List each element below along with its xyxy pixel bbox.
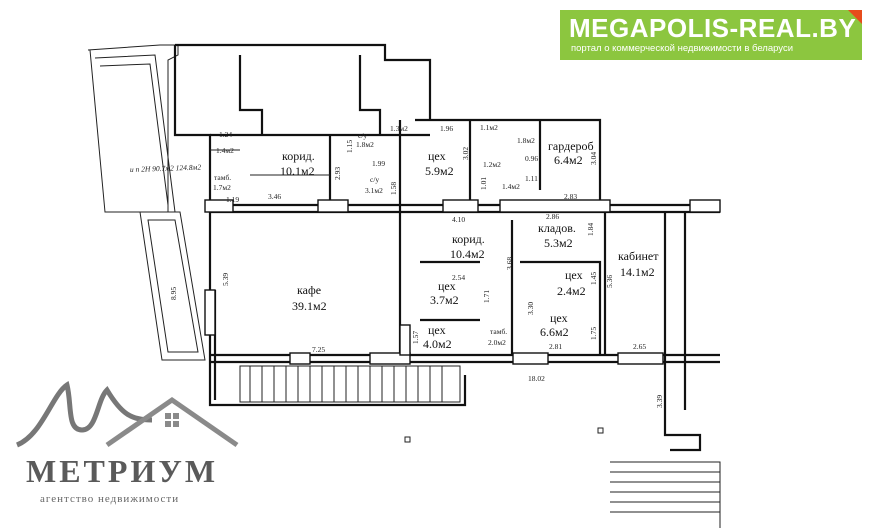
dimension-label: 3.39 xyxy=(655,395,664,408)
dimension-label: 2.93 xyxy=(333,167,342,180)
room-area-tseh3: 2.4м2 xyxy=(557,284,586,298)
room-name-tseh2: цех xyxy=(438,279,456,293)
dimension-label: 1.11 xyxy=(525,174,538,183)
room-area-kladov: 5.3м2 xyxy=(544,236,573,250)
dimension-label: 1.15 xyxy=(345,140,354,153)
room-area-tseh1: 5.9м2 xyxy=(425,164,454,178)
brand-subtitle: портал о коммерческой недвижимости в бел… xyxy=(571,43,794,54)
dimension-label: 1.57 xyxy=(411,331,420,344)
metrium-logo-icon xyxy=(15,380,239,448)
room-name-kafe: кафе xyxy=(297,283,321,297)
room-name-tseh5: цех xyxy=(550,311,568,325)
room-labels: корид. 10.1м2 тамб. 1.7м2 1.4м2 с/у 1.8м… xyxy=(213,123,659,351)
room-name-garderob: гардероб xyxy=(548,139,594,153)
room-name-tseh4: цех xyxy=(428,323,446,337)
room-name-su2: с/у xyxy=(370,175,379,184)
dimension-label: 1.58 xyxy=(389,182,398,195)
room-name-su1: с/у xyxy=(358,131,367,140)
room-area-tamb1: 1.7м2 xyxy=(213,183,231,192)
room-area-korid1: 10.1м2 xyxy=(280,164,315,178)
dimension-label: 5.39 xyxy=(221,273,230,286)
dimension-label: 8.95 xyxy=(169,287,178,300)
room-area-tseh5: 6.6м2 xyxy=(540,325,569,339)
dimension-label: 1.24 xyxy=(219,130,232,139)
room-name-kabinet: кабинет xyxy=(618,249,659,263)
dimension-label: 2.86 xyxy=(546,212,559,221)
dimension-label: 1.19 xyxy=(226,195,239,204)
dimension-label: 2.81 xyxy=(549,342,562,351)
dimension-label: 3.68 xyxy=(505,257,514,270)
annex-outline: и п 2Н 90.7м2 124.8м2 xyxy=(87,44,206,361)
room-name-tamb2: тамб. xyxy=(490,327,507,336)
dimension-label: 1.01 xyxy=(479,177,488,190)
stairs xyxy=(239,365,461,403)
dimension-label: 3.30 xyxy=(526,302,535,315)
room-area-su2: 3.1м2 xyxy=(365,186,383,195)
dimension-label: 1.71 xyxy=(482,290,491,303)
room-area-small5: 1.2м2 xyxy=(483,160,501,169)
room-area-small6: 1.8м2 xyxy=(517,136,535,145)
dimension-label: 4.10 xyxy=(452,215,465,224)
room-area-tseh2: 3.7м2 xyxy=(430,293,459,307)
dimension-label: 2.54 xyxy=(452,273,465,282)
lower-block xyxy=(204,212,721,528)
room-area-tamb2: 2.0м2 xyxy=(488,338,506,347)
room-area-tseh4: 4.0м2 xyxy=(423,337,452,351)
dimension-label: 2.65 xyxy=(633,342,646,351)
dimension-label: 3.46 xyxy=(268,192,281,201)
room-area-kafe: 39.1м2 xyxy=(292,299,327,313)
dimension-label: 1.99 xyxy=(372,159,385,168)
dimension-label: 3.04 xyxy=(589,152,598,165)
dimension-label: 18.02 xyxy=(528,374,545,383)
room-area-kabinet: 14.1м2 xyxy=(620,265,655,279)
room-area-small4: 1.1м2 xyxy=(480,123,498,132)
room-name-korid1: корид. xyxy=(282,149,315,163)
metrium-name: МЕТРИУМ xyxy=(26,453,219,489)
dimension-label: 0.96 xyxy=(525,154,538,163)
room-area-small3: 1.96 xyxy=(440,124,453,133)
annex-area-annotation: и п 2Н 90.7м2 124.8м2 xyxy=(130,163,202,174)
room-area-korid2: 10.4м2 xyxy=(450,247,485,261)
room-area-su1: 1.8м2 xyxy=(356,140,374,149)
brand-title: MEGAPOLIS-REAL.BY xyxy=(569,13,857,43)
room-area-garderob: 6.4м2 xyxy=(554,153,583,167)
dimension-label: 1.84 xyxy=(586,223,595,236)
room-area-small7: 1.4м2 xyxy=(502,182,520,191)
room-name-tseh3: цех xyxy=(565,268,583,282)
room-name-korid2: корид. xyxy=(452,232,485,246)
metrium-tagline: агентство недвижимости xyxy=(40,493,180,505)
metrium-watermark: МЕТРИУМ агентство недвижимости xyxy=(12,375,262,515)
dimension-label: 5.36 xyxy=(605,275,614,288)
corner-flag-icon xyxy=(848,10,862,24)
dimension-label: 1.45 xyxy=(589,272,598,285)
room-name-kladov: кладов. xyxy=(538,221,576,235)
room-name-tamb1: тамб. xyxy=(214,173,231,182)
room-area-small1: 1.4м2 xyxy=(216,146,234,155)
dimension-label: 3.02 xyxy=(461,147,470,160)
dimension-label: 1.75 xyxy=(589,327,598,340)
dimension-label: 7.25 xyxy=(312,345,325,354)
dimension-label: 2.83 xyxy=(564,192,577,201)
upper-block xyxy=(173,43,721,214)
room-area-small2: 1.3м2 xyxy=(390,124,408,133)
dimension-labels: 1.24 1.19 3.46 2.93 1.15 1.99 1.58 3.02 … xyxy=(169,130,664,408)
room-name-tseh1: цех xyxy=(428,149,446,163)
megapolis-brand-banner[interactable]: MEGAPOLIS-REAL.BY портал о коммерческой … xyxy=(560,10,862,60)
